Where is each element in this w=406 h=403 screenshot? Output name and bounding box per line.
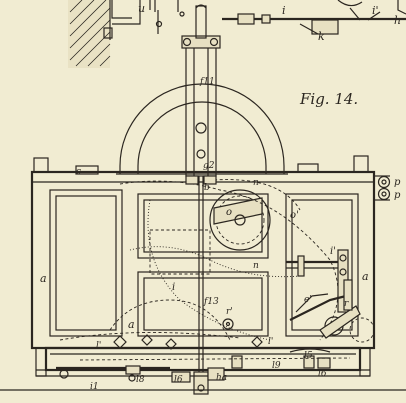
center-panels [137,193,269,337]
label-l8: l8 [136,375,145,385]
small-bolts [113,175,263,350]
top-pipe-fittings [103,0,185,39]
label-l6: l6 [174,375,183,385]
figure-caption: Fig. 14. [299,90,358,108]
label-b: b [204,183,210,193]
flywheel [209,189,271,251]
top-right-rod-assembly [222,0,406,35]
label-p2: p [394,190,401,201]
long-vertical-rod [193,176,209,395]
label-i1-right: i' [330,246,336,257]
label-i-mid: i [172,282,175,293]
hatched-wall [68,0,111,68]
label-i2-top: i' [372,4,379,17]
label-ha: ha [216,373,227,383]
label-i1-bottom: i1 [90,382,99,392]
label-f13: f13 [203,297,219,307]
label-k: k [318,30,325,43]
vertical-column [181,4,221,177]
label-c: c [76,167,81,177]
label-g2: g2 [203,161,215,171]
label-o: o [226,207,232,218]
labels: Fig. 14. u i k i' h f11 p p g2 b n n c o… [40,2,401,392]
label-a-left: a [40,272,47,285]
label-u: u [138,2,145,15]
label-a-bottom: a [128,318,135,331]
label-e1: e' [304,295,312,305]
right-linkage [286,249,375,343]
label-r: r [344,299,349,309]
arch-housing [116,83,288,175]
label-l6b: l6 [318,369,327,379]
label-n1: n [253,178,259,188]
label-l4: l' [268,337,273,347]
label-h: h [394,14,401,27]
label-r1: r' [226,307,233,317]
label-i-top: i [282,4,286,17]
bottom-bed [0,346,406,391]
label-l-bottom: l' [96,341,101,351]
label-l5: l5 [304,351,313,361]
label-l9: l9 [272,361,281,371]
label-f11: f11 [199,77,215,87]
left-panel [49,189,123,337]
label-o1: o' [290,210,299,221]
label-p1: p [394,177,401,188]
label-n2: n [253,261,259,271]
label-a-right: a [362,270,369,283]
